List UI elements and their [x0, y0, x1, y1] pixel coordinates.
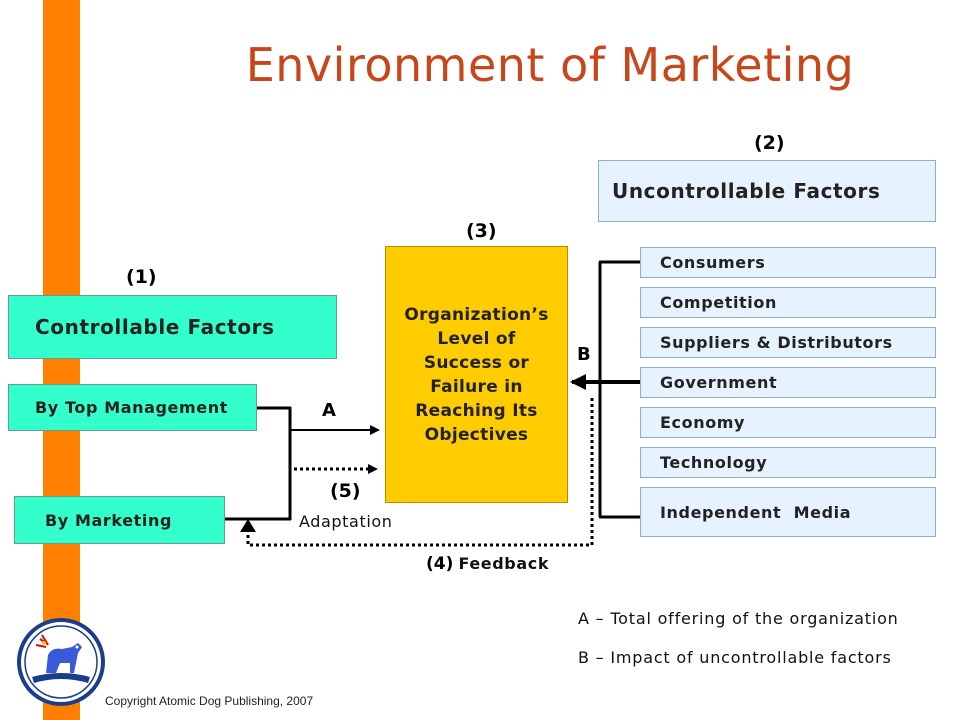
uncontrollable-bracket: [570, 260, 640, 519]
factor-consumers: Consumers: [640, 247, 936, 278]
label-number-1: (1): [126, 266, 157, 288]
organization-success-label: Organization’s Level of Success or Failu…: [404, 304, 549, 445]
feedback-dotted-loop: [240, 398, 594, 547]
factor-suppliers-distributors: Suppliers & Distributors: [640, 327, 936, 358]
feedback-label: Feedback: [458, 554, 550, 573]
legend-b: B – Impact of uncontrollable factors: [578, 648, 892, 667]
factor-independent-media: Independent Media: [640, 487, 936, 537]
factor-government: Government: [640, 367, 936, 398]
page-title: Environment of Marketing: [245, 38, 855, 92]
marketing-label: By Marketing: [45, 510, 173, 530]
legend-a: A – Total offering of the organization: [578, 609, 899, 628]
label-a: A: [322, 400, 336, 421]
top-management-box: By Top Management: [8, 384, 257, 431]
atomic-dog-logo-icon: [17, 618, 105, 706]
organization-success-box: Organization’s Level of Success or Failu…: [385, 246, 568, 503]
label-b: B: [577, 344, 591, 365]
label-number-5: (5): [330, 480, 361, 502]
controllable-factors-label: Controllable Factors: [35, 315, 275, 339]
copyright-text: Copyright Atomic Dog Publishing, 2007: [105, 694, 314, 708]
feedback-caption: (4) Feedback: [426, 554, 549, 574]
label-number-3: (3): [466, 220, 497, 242]
label-number-2: (2): [754, 132, 785, 154]
top-management-label: By Top Management: [35, 398, 228, 417]
orange-stripe: [43, 0, 80, 720]
uncontrollable-factors-label: Uncontrollable Factors: [612, 179, 881, 203]
adaptation-label: Adaptation: [299, 512, 393, 531]
uncontrollable-factors-box: Uncontrollable Factors: [598, 160, 936, 222]
label-number-4: (4): [426, 554, 454, 574]
factor-technology: Technology: [640, 447, 936, 478]
controllable-factors-box: Controllable Factors: [8, 295, 337, 359]
factor-economy: Economy: [640, 407, 936, 438]
marketing-box: By Marketing: [14, 496, 225, 544]
factor-competition: Competition: [640, 287, 936, 318]
controllable-bracket: [225, 406, 380, 521]
